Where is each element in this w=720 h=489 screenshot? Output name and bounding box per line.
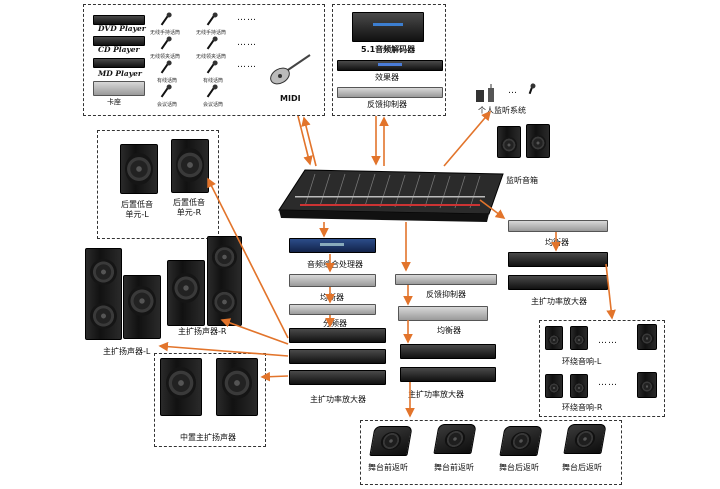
- stage-rear-1-label: 舞台后返听: [499, 463, 539, 472]
- audio-processor-device: [289, 238, 376, 253]
- feedback-suppressor-label: 反馈抑制器: [367, 100, 407, 109]
- center-speaker-label: 中置主扩扬声器: [180, 433, 236, 442]
- main-speaker-left-box: [123, 275, 161, 339]
- more-dots: ……: [237, 13, 257, 23]
- effects-label: 效果器: [375, 73, 399, 82]
- mixing-console: [278, 169, 504, 222]
- more-dots: ……: [598, 336, 618, 346]
- stage-rear-2-label: 舞台后返听: [562, 463, 602, 472]
- mid-amp-1: [400, 344, 496, 359]
- mic-wired-1-label: 有线话筒: [157, 78, 178, 84]
- guitar-icon: [270, 54, 311, 85]
- stage-front-1-label: 舞台前返听: [368, 463, 408, 472]
- left-amp-3: [289, 370, 386, 385]
- stage-front-2-label: 舞台前返听: [434, 463, 474, 472]
- right-amp-2: [508, 275, 608, 290]
- midi-label: MIDI: [280, 94, 301, 103]
- md-player-label: MD Player: [98, 69, 142, 78]
- right-amp-label: 主扩功率放大器: [531, 297, 587, 306]
- left-eq-label: 均衡器: [320, 293, 344, 302]
- monitor-speakers-label: 监听音箱: [506, 176, 538, 185]
- cd-player-device: [93, 36, 145, 46]
- mic-handheld-2-label: 无线手持话筒: [196, 30, 227, 36]
- dvd-player-label: DVD Player: [98, 24, 146, 33]
- main-speaker-right-label: 主扩扬声器-R: [178, 327, 227, 336]
- mid-feedback-label: 反馈抑制器: [426, 290, 466, 299]
- mic-lavalier-2-label: 无线领夹话筒: [196, 54, 227, 60]
- cassette-deck-label: 卡座: [107, 98, 121, 106]
- mid-eq-device: [398, 306, 488, 321]
- surround-right-speaker: [570, 374, 588, 398]
- effects-device: [337, 60, 443, 71]
- feedback-suppressor-device: [337, 87, 443, 98]
- right-eq-label: 均衡器: [545, 238, 569, 247]
- center-speaker-left: [160, 358, 202, 416]
- mic-conf-2-label: 会议话筒: [203, 102, 224, 108]
- in-ear-icon: [528, 85, 534, 95]
- more-dots: ……: [237, 38, 257, 48]
- more-dots: ……: [598, 378, 618, 388]
- monitor-speaker-right: [526, 124, 550, 158]
- surround-left-label: 环绕音响-L: [562, 357, 602, 366]
- main-speaker-left-label: 主扩扬声器-L: [103, 347, 151, 356]
- right-eq-device: [508, 220, 608, 232]
- processor-box: [332, 4, 446, 116]
- monitor-speaker-left: [497, 126, 521, 158]
- mid-amp-2: [400, 367, 496, 382]
- left-amp-label: 主扩功率放大器: [310, 395, 366, 404]
- main-speaker-right-box: [167, 260, 205, 326]
- personal-monitor-label: 个人监听系统: [478, 106, 526, 115]
- source-devices-box: [83, 4, 325, 116]
- rear-sub-left-speaker: [120, 144, 158, 194]
- audio-processor-label: 音频综合处理器: [307, 260, 363, 269]
- mic-handheld-1-label: 无线手持话筒: [150, 30, 181, 36]
- stage-front-monitor-1: [369, 426, 413, 456]
- cd-player-label: CD Player: [98, 45, 140, 54]
- stage-rear-monitor-2: [563, 424, 607, 454]
- stage-rear-monitor-1: [499, 426, 543, 456]
- center-speaker-right: [216, 358, 258, 416]
- decoder-device: [352, 12, 424, 42]
- mic-lavalier-1-label: 无线领夹话筒: [150, 54, 181, 60]
- more-dots: …: [508, 86, 518, 96]
- crossover-device: [289, 304, 376, 315]
- surround-left-speaker: [637, 324, 657, 350]
- cassette-deck-device: [93, 81, 145, 96]
- main-speaker-right-tall: [207, 236, 242, 326]
- dvd-player-device: [93, 15, 145, 25]
- surround-left-speaker: [570, 326, 588, 350]
- left-eq-device: [289, 274, 376, 287]
- left-amp-2: [289, 349, 386, 364]
- mid-amp-label: 主扩功率放大器: [408, 390, 464, 399]
- in-ear-monitor-icon: [476, 84, 494, 102]
- surround-left-speaker: [545, 326, 563, 350]
- right-amp-1: [508, 252, 608, 267]
- mic-wired-2-label: 有线话筒: [203, 78, 224, 84]
- mid-feedback-device: [395, 274, 497, 285]
- rear-sub-left-label: 后置低音 单元-L: [121, 200, 153, 219]
- surround-box: [539, 320, 665, 417]
- surround-right-speaker: [545, 374, 563, 398]
- stage-front-monitor-2: [433, 424, 477, 454]
- rear-sub-right-speaker: [171, 139, 209, 193]
- stage-monitor-box: [360, 420, 622, 485]
- md-player-device: [93, 58, 145, 68]
- surround-right-speaker: [637, 372, 657, 398]
- crossover-label: 分频器: [323, 319, 347, 328]
- decoder-label: 5.1音频解码器: [361, 45, 416, 54]
- rear-sub-right-label: 后置低音 单元-R: [173, 198, 205, 217]
- main-speaker-left-tall: [85, 248, 122, 340]
- mid-eq-label: 均衡器: [437, 326, 461, 335]
- more-dots: ……: [237, 60, 257, 70]
- left-amp-1: [289, 328, 386, 343]
- mic-conf-1-label: 会议话筒: [157, 102, 178, 108]
- surround-right-label: 环绕音响-R: [562, 403, 603, 412]
